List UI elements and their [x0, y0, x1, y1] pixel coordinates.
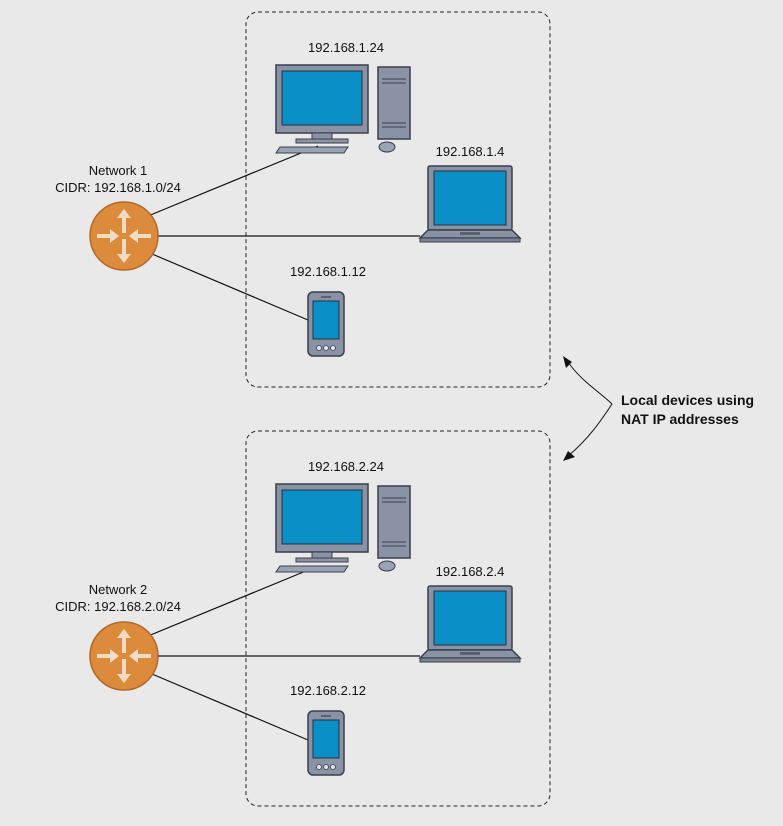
laptop-icon — [419, 585, 521, 663]
network-1-links — [147, 145, 420, 321]
link-router1-desktop — [147, 145, 319, 217]
desktop-computer-icon — [275, 483, 411, 573]
network-1-phone-ip: 192.168.1.12 — [290, 264, 366, 279]
link-router2-desktop — [147, 565, 319, 637]
annotation-line-2: NAT IP addresses — [621, 411, 739, 427]
annotation-line-1: Local devices using — [621, 392, 754, 408]
arrowhead-icon — [563, 356, 575, 461]
network-1-desktop-ip: 192.168.1.24 — [308, 40, 384, 55]
network-2-phone-ip: 192.168.2.12 — [290, 683, 366, 698]
network-2-laptop-ip: 192.168.2.4 — [436, 564, 505, 579]
link-router1-phone — [151, 253, 309, 321]
network-1-laptop-ip: 192.168.1.4 — [436, 144, 505, 159]
network-1-boundary — [245, 11, 551, 388]
network-1-name: Network 1 — [89, 163, 148, 178]
laptop-icon — [419, 165, 521, 243]
network-2-links — [147, 565, 420, 741]
desktop-computer-icon — [275, 64, 411, 154]
network-1-cidr: CIDR: 192.168.1.0/24 — [55, 180, 181, 195]
router-icon — [89, 201, 159, 271]
network-2-boundary — [245, 430, 551, 807]
router-icon — [89, 621, 159, 691]
network-2-name: Network 2 — [89, 582, 148, 597]
smartphone-icon — [307, 710, 345, 776]
annotation-arrows — [567, 361, 613, 457]
link-router2-phone — [151, 673, 309, 741]
network-2-cidr: CIDR: 192.168.2.0/24 — [55, 599, 181, 614]
smartphone-icon — [307, 291, 345, 357]
network-2-desktop-ip: 192.168.2.24 — [308, 459, 384, 474]
